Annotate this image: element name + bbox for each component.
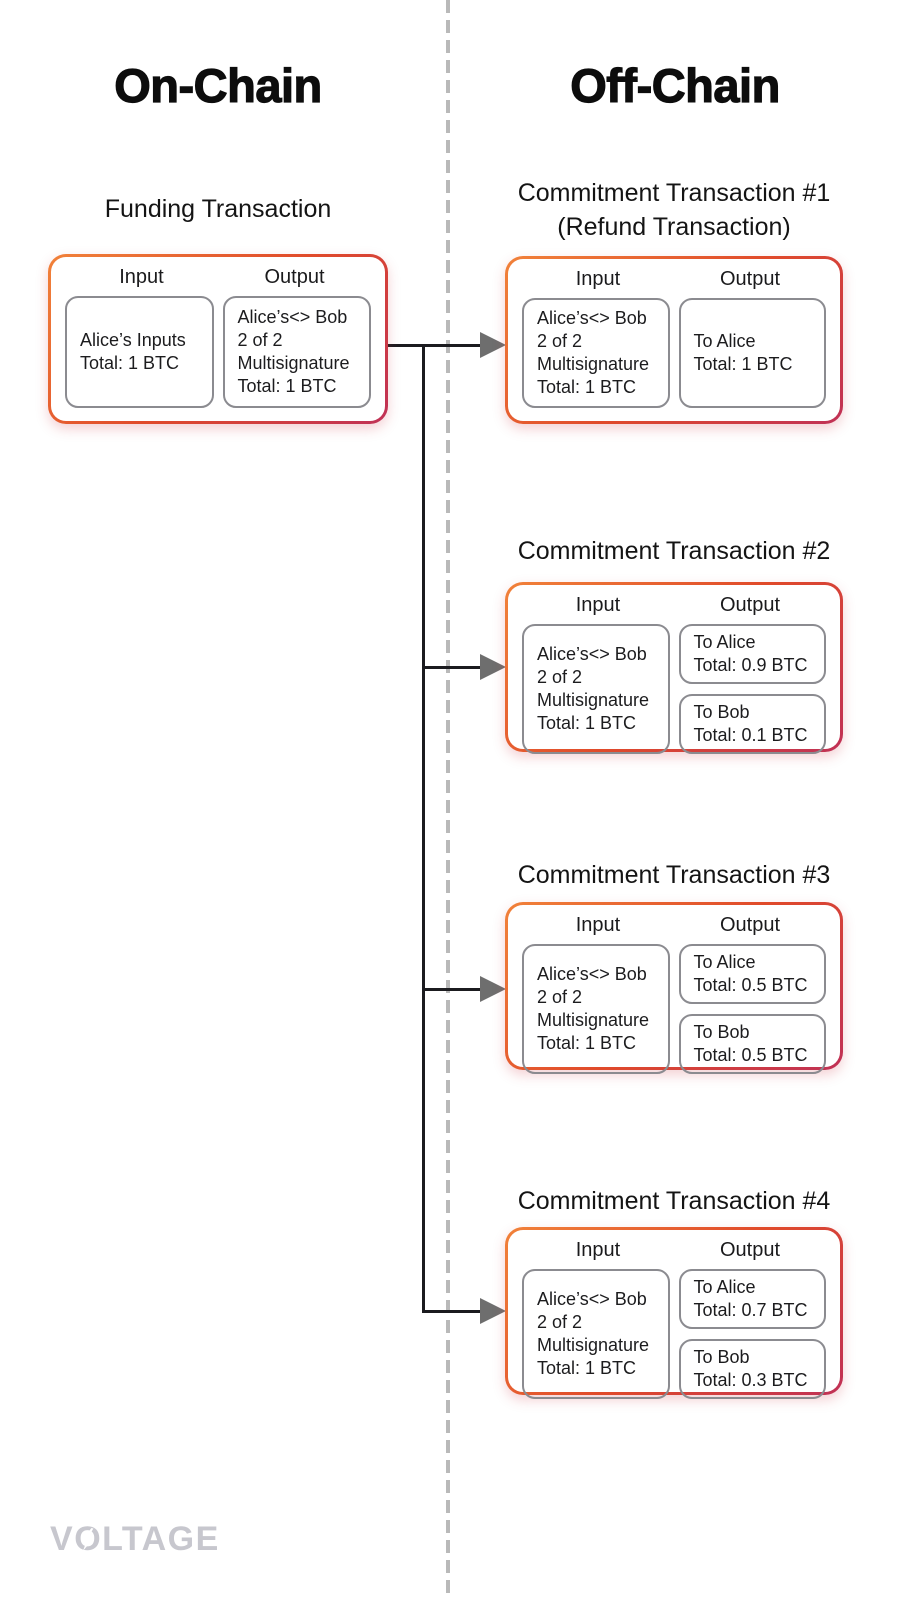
- funding-transaction-box: Input Output Alice’s Inputs Total: 1 BTC…: [48, 254, 388, 424]
- cell-text-line: Total: 1 BTC: [537, 1033, 637, 1054]
- commitment-3-output-bob-cell: To Bob Total: 0.5 BTC: [678, 1014, 826, 1075]
- cell-text-line: Total: 0.3 BTC: [693, 1370, 808, 1391]
- column-labels: Input Output: [65, 266, 371, 289]
- cell-text-line: To Bob: [693, 702, 750, 723]
- column-labels: Input Output: [522, 1239, 826, 1262]
- input-label: Input: [575, 914, 621, 936]
- connector-funding-to-c1: [388, 344, 482, 347]
- arrowhead-c3: [480, 976, 506, 1002]
- commitment-3-output-alice-cell: To Alice Total: 0.5 BTC: [678, 944, 826, 1005]
- cell-text-line: To Bob: [693, 1347, 750, 1368]
- cell-text-line: Total: 1 BTC: [80, 353, 180, 373]
- cell-text-line: Total: 1 BTC: [693, 354, 793, 374]
- commitment-4-title: Commitment Transaction #4: [517, 1187, 831, 1215]
- arrowhead-c4: [480, 1298, 506, 1324]
- output-label: Output: [719, 594, 781, 616]
- output-label: Output: [719, 268, 781, 290]
- cell-text-line: To Alice: [693, 632, 756, 652]
- commitment-2-title: Commitment Transaction #2: [517, 537, 831, 565]
- cell-text-line: Total: 0.5 BTC: [693, 1045, 808, 1066]
- input-label: Input: [119, 266, 164, 288]
- cell-text-line: Alice’s<> Bob: [537, 964, 647, 984]
- cell-text-line: Total: 0.5 BTC: [693, 975, 808, 996]
- cell-text-line: Total: 1 BTC: [237, 376, 337, 397]
- commitment-1-title: Commitment Transaction #1 (Refund Transa…: [505, 176, 843, 244]
- cell-text-line: Multisignature: [237, 353, 350, 373]
- output-label: Output: [719, 914, 781, 936]
- cell-text-line: Multisignature: [537, 690, 650, 711]
- commitment-4-output-bob-cell: To Bob Total: 0.3 BTC: [678, 1339, 826, 1400]
- cell-text-line: 2 of 2: [237, 329, 283, 350]
- logo-letter: V: [50, 1520, 75, 1558]
- cell-text-line: Alice’s<> Bob: [537, 644, 647, 664]
- cell-text-line: Total: 1 BTC: [537, 1358, 637, 1379]
- cell-text-line: Alice’s Inputs: [80, 329, 186, 350]
- column-labels: Input Output: [522, 594, 826, 617]
- cell-text-line: To Alice: [693, 1277, 756, 1297]
- cell-text-line: To Alice: [693, 952, 756, 972]
- connector-branch-c2: [422, 666, 482, 669]
- commitment-2-input-cell: Alice’s<> Bob 2 of 2 Multisignature Tota…: [522, 624, 670, 755]
- commitment-4-box: Input Output Alice’s<> Bob 2 of 2 Multis…: [505, 1227, 843, 1400]
- off-chain-header: Off-Chain: [570, 59, 781, 112]
- arrowhead-c2: [480, 654, 506, 680]
- cell-text-line: 2 of 2: [537, 667, 583, 688]
- chain-divider-line: [446, 0, 450, 1600]
- connector-branch-c4: [422, 1310, 482, 1313]
- commitment-4-output-alice-cell: To Alice Total: 0.7 BTC: [678, 1269, 826, 1330]
- column-labels: Input Output: [522, 914, 826, 937]
- commitment-2-box: Input Output Alice’s<> Bob 2 of 2 Multis…: [505, 582, 843, 755]
- commitment-3-box: Input Output Alice’s<> Bob 2 of 2 Multis…: [505, 902, 843, 1075]
- cell-text-line: Multisignature: [537, 1335, 650, 1356]
- lightning-bolt-icon: [82, 1527, 95, 1551]
- cell-text-line: Alice’s<> Bob: [537, 1289, 647, 1309]
- funding-transaction-title: Funding Transaction: [104, 195, 332, 223]
- commitment-2-output-alice-cell: To Alice Total: 0.9 BTC: [678, 624, 826, 685]
- commitment-1-title-line: Commitment Transaction #1: [517, 179, 831, 207]
- column-labels: Input Output: [522, 268, 826, 291]
- cell-text-line: Multisignature: [537, 1010, 650, 1031]
- cell-text-line: Alice’s<> Bob: [537, 307, 647, 328]
- cell-text-line: 2 of 2: [537, 1312, 583, 1333]
- cell-text-line: Alice’s<> Bob: [237, 306, 348, 327]
- commitment-2-output-bob-cell: To Bob Total: 0.1 BTC: [678, 694, 826, 755]
- cell-text-line: Multisignature: [537, 354, 650, 374]
- cell-text-line: Total: 0.9 BTC: [693, 655, 808, 676]
- input-label: Input: [575, 268, 621, 290]
- commitment-3-input-cell: Alice’s<> Bob 2 of 2 Multisignature Tota…: [522, 944, 670, 1075]
- funding-output-cell: Alice’s<> Bob 2 of 2 Multisignature Tota…: [222, 296, 371, 408]
- cell-text-line: Total: 0.1 BTC: [693, 725, 808, 746]
- cell-text-line: Total: 1 BTC: [537, 377, 637, 398]
- commitment-1-input-cell: Alice’s<> Bob 2 of 2 Multisignature Tota…: [522, 298, 670, 408]
- commitment-1-output-cell: To Alice Total: 1 BTC: [678, 298, 826, 408]
- input-label: Input: [575, 594, 621, 616]
- commitment-1-subtitle: (Refund Transaction): [557, 213, 791, 241]
- funding-input-cell: Alice’s Inputs Total: 1 BTC: [65, 296, 214, 408]
- output-label: Output: [264, 266, 325, 288]
- input-label: Input: [575, 1239, 621, 1261]
- on-chain-header: On-Chain: [114, 59, 323, 112]
- cell-text-line: Total: 1 BTC: [537, 713, 637, 734]
- cell-text-line: Total: 0.7 BTC: [693, 1300, 808, 1321]
- logo-letters: LTAGE: [102, 1520, 220, 1558]
- commitment-1-box: Input Output Alice’s<> Bob 2 of 2 Multis…: [505, 256, 843, 424]
- commitment-3-title: Commitment Transaction #3: [517, 861, 831, 889]
- output-label: Output: [719, 1239, 781, 1261]
- arrowhead-c1: [480, 332, 506, 358]
- commitment-4-input-cell: Alice’s<> Bob 2 of 2 Multisignature Tota…: [522, 1269, 670, 1400]
- cell-text-line: To Bob: [693, 1022, 750, 1043]
- logo-o-with-bolt: O: [74, 1520, 102, 1559]
- connector-branch-c3: [422, 988, 482, 991]
- cell-text-line: 2 of 2: [537, 330, 583, 351]
- cell-text-line: To Alice: [693, 330, 756, 351]
- cell-text-line: 2 of 2: [537, 987, 583, 1008]
- connector-trunk: [422, 344, 425, 1313]
- voltage-logo: VOLTAGE: [50, 1520, 220, 1559]
